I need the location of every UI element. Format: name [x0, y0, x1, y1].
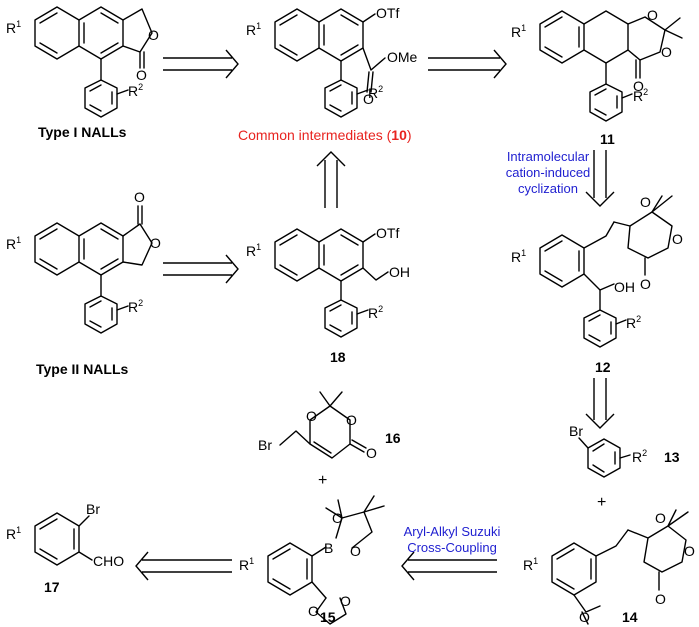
- r1-label: R1: [239, 556, 254, 573]
- oh-label: OH: [614, 279, 635, 295]
- retro-arrow-up: [316, 151, 346, 208]
- intermediate-10-structure: R1 OTf OMe O R2: [246, 5, 418, 118]
- oxygen-label: O: [306, 408, 317, 424]
- type2-structure: R1 O O R2: [6, 189, 161, 334]
- retro-arrow-down: [585, 378, 615, 429]
- r1-label: R1: [6, 525, 21, 542]
- compound-14-structure: R1 O O O O: [523, 509, 695, 625]
- svg-text:cation-induced: cation-induced: [506, 165, 591, 180]
- plus-sign: +: [597, 494, 606, 511]
- r2-label: R2: [633, 87, 648, 104]
- compound-16-number: 16: [385, 430, 401, 446]
- r2-label: R2: [128, 82, 143, 99]
- svg-text:cyclization: cyclization: [518, 181, 578, 196]
- suzuki-step-label: Aryl-Alkyl Suzuki Cross-Coupling: [404, 524, 501, 555]
- oxygen-label: O: [308, 603, 319, 619]
- otf-label: OTf: [376, 5, 399, 21]
- type1-label: Type I NALLs: [38, 124, 127, 140]
- compound-17-structure: R1 Br CHO: [6, 501, 124, 569]
- plus-sign: +: [318, 472, 327, 489]
- compound-11-structure: R1 O O O R2: [511, 7, 683, 122]
- svg-text:Aryl-Alkyl Suzuki: Aryl-Alkyl Suzuki: [404, 524, 501, 539]
- oxygen-label: O: [332, 510, 343, 526]
- retro-arrow-right: [163, 49, 239, 79]
- compound-11-number: 11: [600, 131, 615, 147]
- oxygen-label: O: [655, 510, 666, 526]
- r1-label: R1: [246, 242, 261, 259]
- cho-label: CHO: [93, 553, 124, 569]
- oxygen-label: O: [640, 194, 651, 210]
- carbonyl-oxygen-label: O: [134, 189, 145, 205]
- aldehyde-oxygen-label: O: [579, 609, 590, 625]
- svg-text:Intramolecular: Intramolecular: [507, 149, 590, 164]
- oxygen-label: O: [647, 7, 658, 23]
- type1-structure: R1 O O R2: [6, 6, 159, 118]
- r1-label: R1: [523, 556, 538, 573]
- oxygen-label: O: [661, 44, 672, 60]
- compound-15-number: 15: [320, 609, 336, 625]
- cyclization-step-label: Intramolecular cation-induced cyclizatio…: [506, 149, 591, 196]
- r1-label: R1: [6, 235, 21, 252]
- oxygen-label: O: [672, 231, 683, 247]
- r2-label: R2: [368, 304, 383, 321]
- retro-arrow-left: [401, 551, 497, 581]
- carbonyl-oxygen-label: O: [640, 276, 651, 292]
- carbonyl-oxygen-label: O: [366, 445, 377, 461]
- compound-14-number: 14: [622, 609, 638, 625]
- compound-12-number: 12: [595, 359, 611, 375]
- compound-18-structure: R1 OTf OH R2: [246, 225, 410, 338]
- oxygen-label: O: [148, 27, 159, 43]
- compound-18-number: 18: [330, 349, 346, 365]
- r2-label: R2: [368, 84, 383, 101]
- oxygen-label: O: [684, 543, 695, 559]
- oxygen-label: O: [340, 593, 351, 609]
- r1-label: R1: [246, 21, 261, 38]
- compound-16-structure: Br O O O: [258, 391, 377, 461]
- oh-label: OH: [389, 264, 410, 280]
- br-label: Br: [86, 501, 100, 517]
- boron-label: B: [324, 540, 333, 556]
- retro-arrow-left: [135, 551, 232, 581]
- retro-arrow-right: [163, 254, 239, 284]
- carbonyl-oxygen-label: O: [363, 91, 374, 107]
- r2-label: R2: [632, 448, 647, 465]
- r2-label: R2: [626, 314, 641, 331]
- oxygen-label: O: [346, 412, 357, 428]
- r1-label: R1: [511, 248, 526, 265]
- compound-13-number: 13: [664, 449, 680, 465]
- compound-13-structure: Br R2: [569, 423, 647, 478]
- retro-arrow-right: [428, 49, 507, 79]
- common-intermediates-label: Common intermediates (10): [238, 127, 412, 143]
- carbonyl-oxygen-label: O: [655, 591, 666, 607]
- carbonyl-oxygen-label: O: [633, 78, 644, 94]
- type2-label: Type II NALLs: [36, 361, 129, 377]
- svg-text:Cross-Coupling: Cross-Coupling: [407, 540, 497, 555]
- compound-15-structure: R1 B O O O O: [239, 495, 385, 625]
- r2-label: R2: [128, 298, 143, 315]
- oxygen-label: O: [150, 235, 161, 251]
- otf-label: OTf: [376, 225, 399, 241]
- r1-label: R1: [6, 19, 21, 36]
- carbonyl-oxygen-label: O: [136, 67, 147, 83]
- oxygen-label: O: [350, 543, 361, 559]
- retro-arrow-down: [585, 150, 615, 207]
- r1-label: R1: [511, 23, 526, 40]
- compound-12-structure: R1 O O O OH R2: [511, 194, 683, 348]
- compound-17-number: 17: [44, 579, 60, 595]
- br-label: Br: [569, 423, 583, 439]
- br-label: Br: [258, 437, 272, 453]
- ome-label: OMe: [387, 49, 418, 65]
